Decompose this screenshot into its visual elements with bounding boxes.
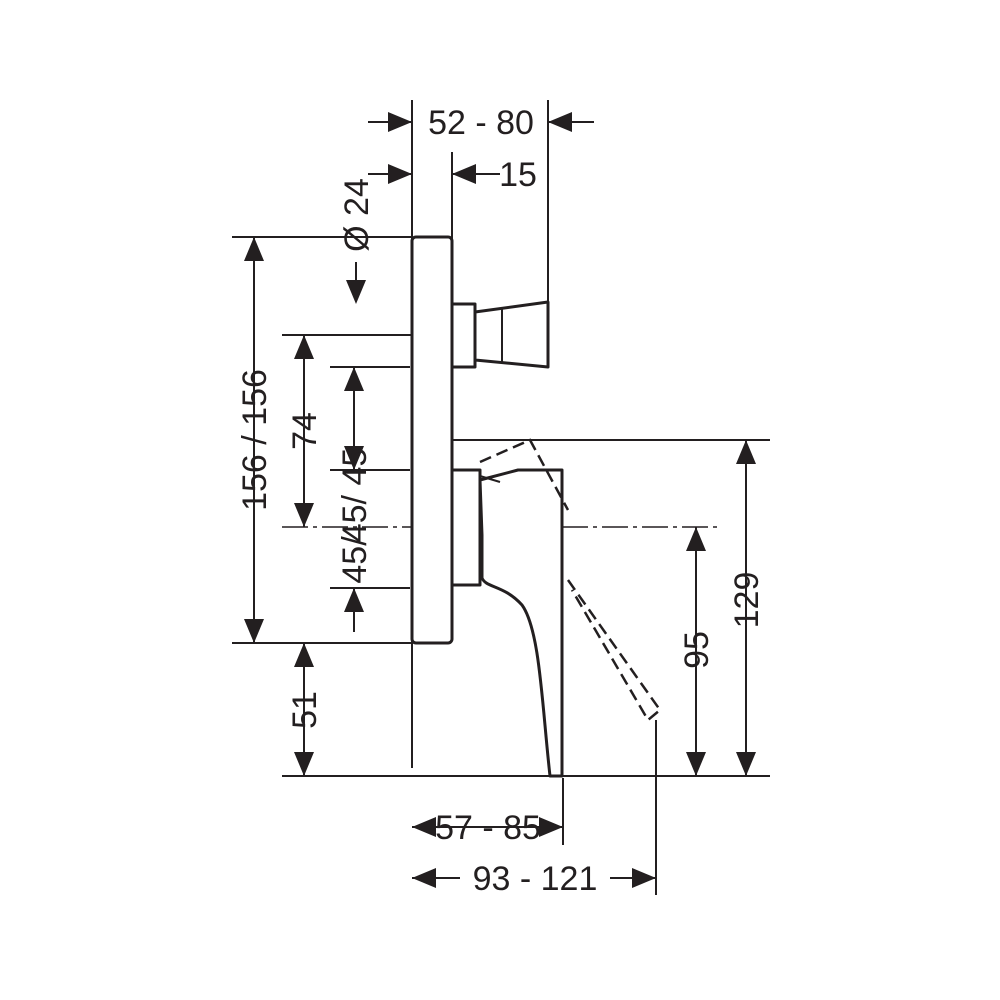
- lever-alt-position: [479, 438, 662, 722]
- diverter-stem: [450, 302, 477, 369]
- lever-handle: [478, 468, 564, 778]
- dim-label-129: 129: [728, 572, 766, 629]
- dim-label-93-121: 93 - 121: [473, 860, 598, 898]
- dim-label-45b: 45/: [336, 536, 374, 584]
- dim-label-51: 51: [286, 691, 324, 729]
- mixer-body: [410, 235, 564, 778]
- wall-plate: [410, 235, 454, 645]
- dim-label-24: Ø 24: [338, 178, 376, 252]
- extension-lines: [232, 100, 770, 895]
- dim-label-45-45: 45/ 45: [336, 448, 374, 543]
- dim-label-52-80: 52 - 80: [428, 104, 534, 142]
- dimension-labels: 52 - 80 15 Ø 24 156 / 156 74 45/ 45 45/ …: [236, 104, 766, 898]
- dim-label-57-85: 57 - 85: [435, 809, 541, 847]
- dim-label-15: 15: [499, 156, 537, 194]
- dim-label-74: 74: [286, 412, 324, 450]
- handle-base: [450, 468, 482, 587]
- diverter-knob: [473, 300, 550, 369]
- dim-label-156: 156 / 156: [236, 369, 274, 511]
- dimension-lines: [244, 112, 756, 888]
- dim-label-95: 95: [678, 631, 716, 669]
